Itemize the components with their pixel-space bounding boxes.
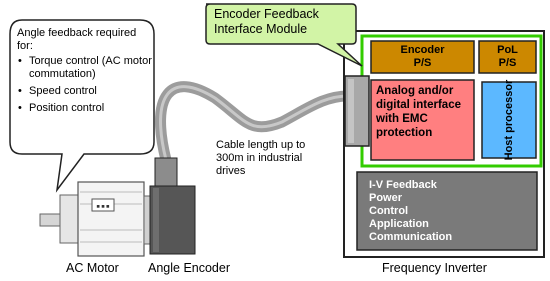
pol-ps-label: PoL P/S [497, 44, 518, 69]
inverter-function: I-V Feedback [369, 179, 437, 191]
encoder-ps-label: Encoder P/S [400, 44, 445, 69]
analog-interface-block [370, 79, 475, 161]
inverter-functions-list: I-V Feedback Power Control Application C… [369, 179, 452, 244]
motor-plate: ■ ■ ■ [96, 204, 109, 210]
callout-label: Encoder Feedback Interface Module [214, 7, 319, 36]
host-processor-label-wrap: Host processor [484, 80, 534, 161]
speech-heading: Angle feedback required for: [17, 27, 137, 52]
speech-item: Position control [18, 102, 152, 115]
encoder-ps-block [370, 40, 475, 74]
inverter-function: Control [369, 205, 409, 217]
ac-motor: ■ ■ ■ [39, 181, 152, 257]
speech-item: Speed control [18, 85, 152, 98]
speech-item: Torque control (AC motor commutation) [18, 55, 152, 81]
callout-shape [205, 3, 363, 67]
pol-ps-block [478, 40, 537, 74]
analog-interface-label: Analog and/or digital interface with EMC… [376, 85, 461, 139]
inverter-function: Application [369, 218, 429, 230]
inverter-function: Communication [369, 231, 453, 243]
cable-length-note: Cable length up to 300m in industrial dr… [216, 139, 306, 177]
speech-list: Torque control (AC motor commutation) Sp… [17, 55, 152, 115]
inverter-function: Power [369, 192, 403, 204]
host-processor-block [481, 81, 537, 159]
speech-bubble: Angle feedback required for: Torque cont… [17, 27, 152, 119]
frequency-inverter-label: Frequency Inverter [382, 261, 487, 275]
inverter-functions-block [356, 171, 538, 251]
angle-encoder-label: Angle Encoder [148, 261, 231, 275]
ac-motor-label: AC Motor [66, 261, 119, 275]
angle-encoder [149, 157, 196, 255]
host-processor-label: Host processor [503, 79, 515, 161]
